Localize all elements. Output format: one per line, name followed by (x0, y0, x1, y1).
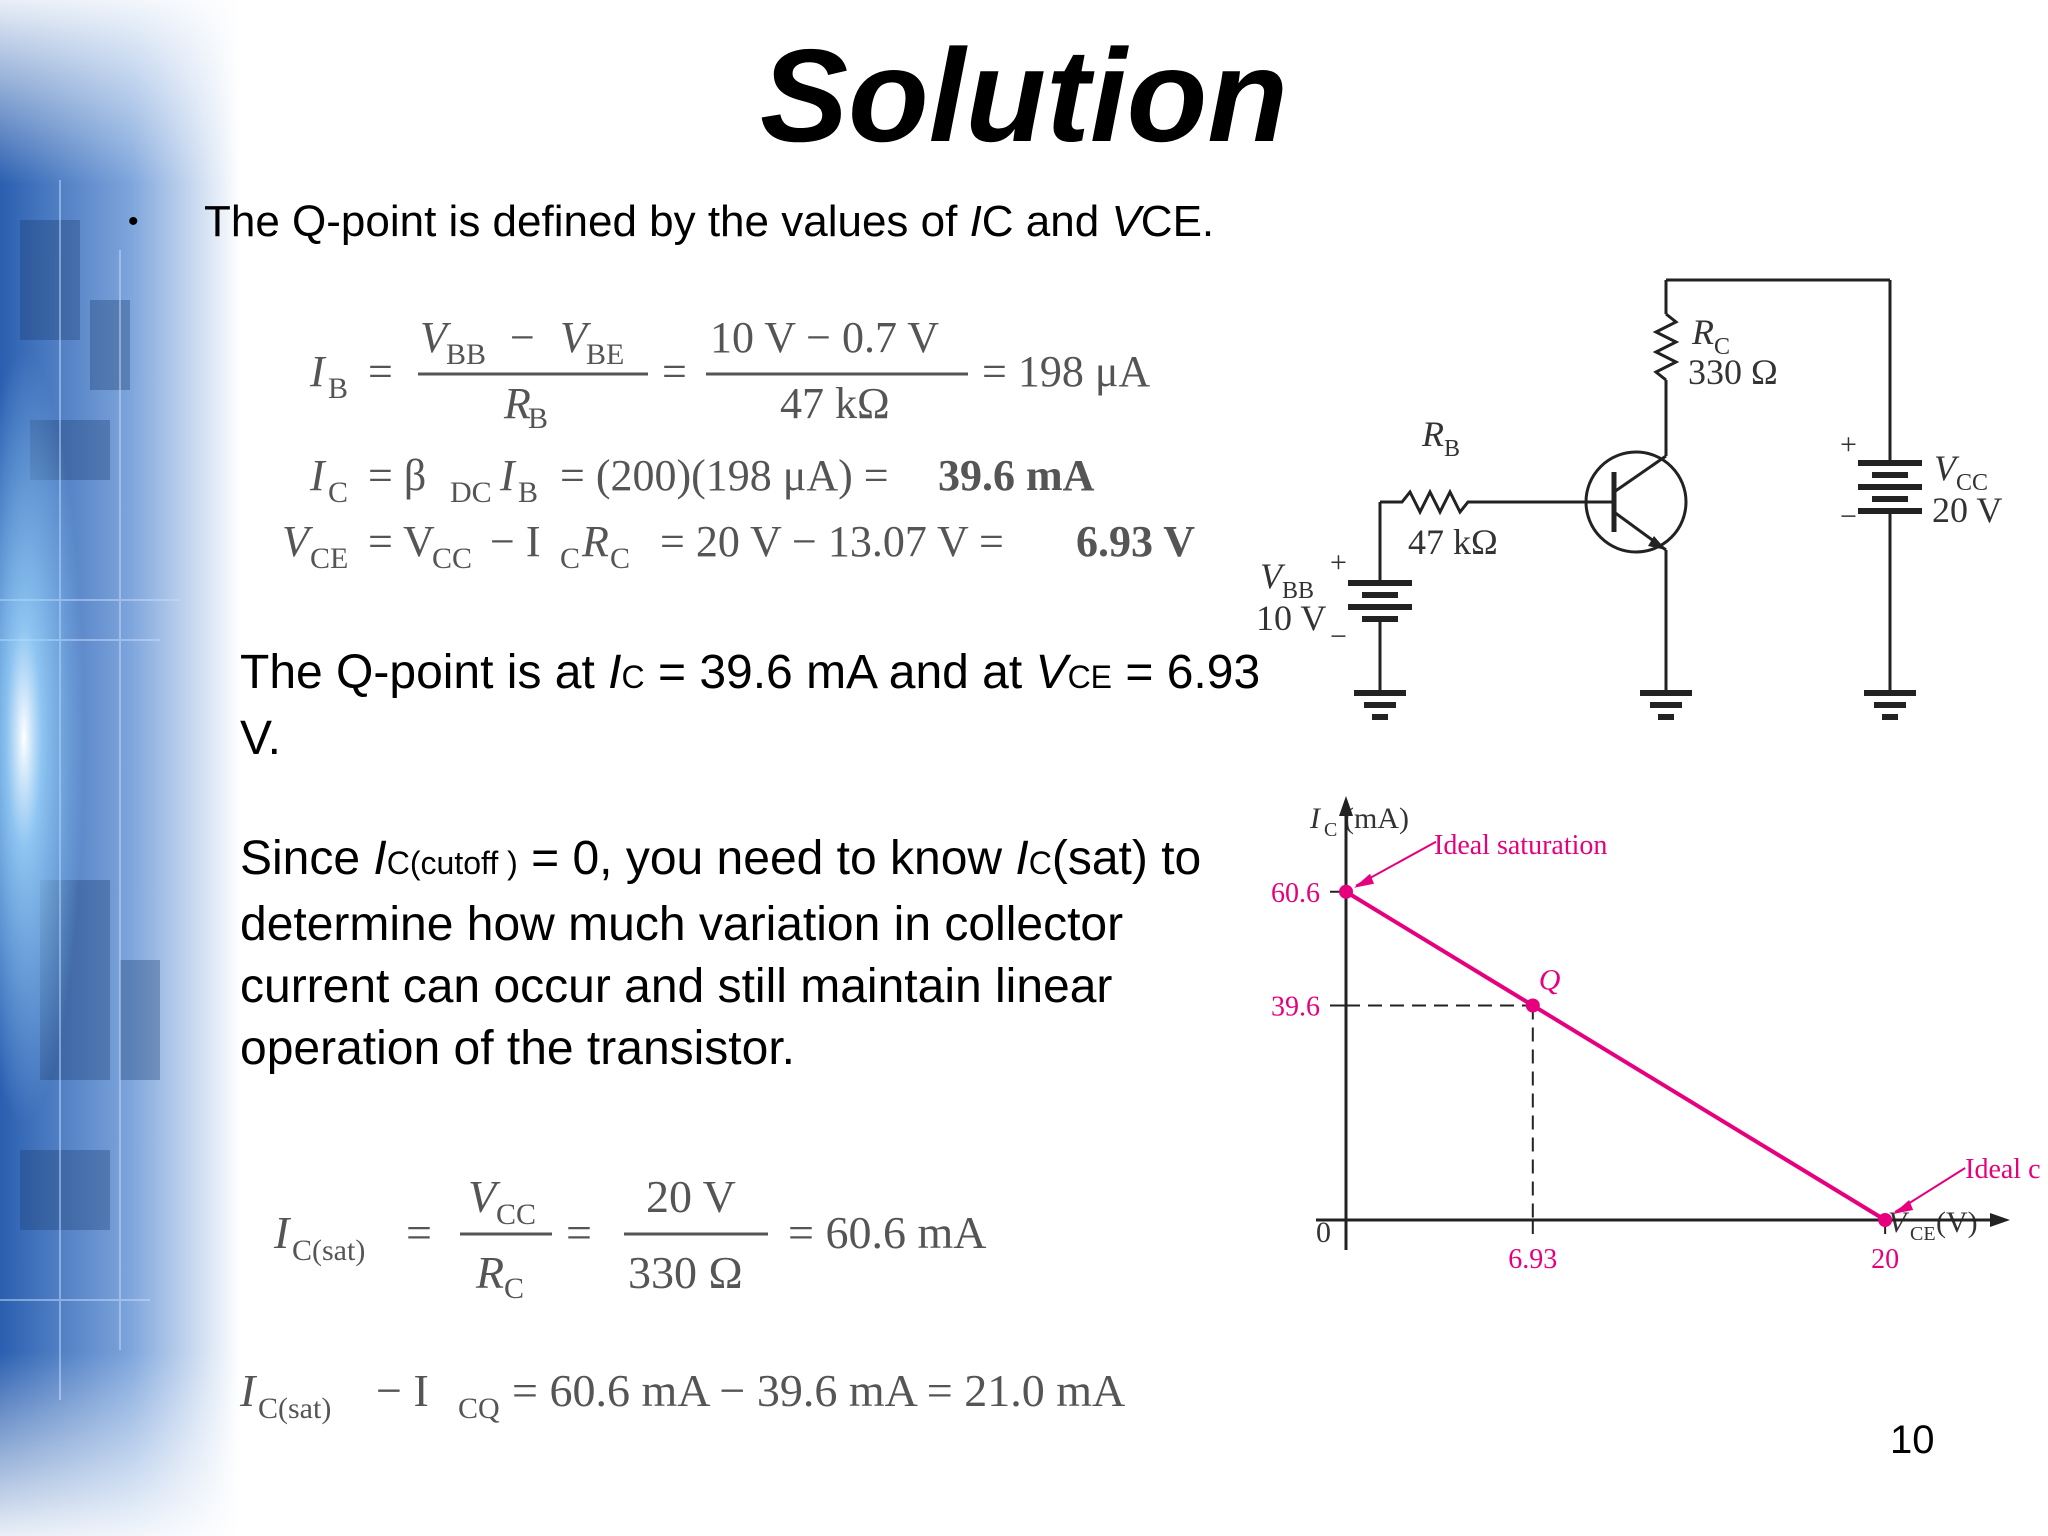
vcc-value: 20 V (1932, 490, 2002, 530)
svg-text:10 V − 0.7 V: 10 V − 0.7 V (710, 313, 939, 362)
data-point (1878, 1213, 1893, 1227)
rc-value: 330 Ω (1688, 352, 1778, 392)
vbb-value: 10 V (1256, 598, 1326, 638)
svg-text:(mA): (mA) (1344, 802, 1409, 835)
svg-text:CC: CC (432, 542, 472, 575)
x-tick-label: 20 (1871, 1244, 1899, 1275)
svg-text:DC: DC (450, 476, 492, 509)
svg-text:C: C (1324, 819, 1337, 841)
svg-text:=: = (368, 347, 393, 396)
svg-text:CE: CE (1910, 1223, 1936, 1245)
svg-text:C: C (328, 476, 348, 509)
svg-text:R: R (475, 1247, 504, 1298)
equation-icsat: I C(sat) = V CC R C = 20 V 330 Ω = 60.6 … (260, 1160, 1060, 1321)
annotation-ideal-cutoff: Ideal cutoff (1965, 1154, 2040, 1185)
svg-text:CQ: CQ (458, 1392, 500, 1425)
svg-text:B: B (528, 402, 548, 435)
svg-text:BE: BE (586, 338, 624, 371)
slide-title: Solution (760, 22, 1288, 169)
svg-text:− I: − I (376, 1365, 429, 1416)
y-tick-label: 60.6 (1271, 878, 1320, 909)
qpoint-paragraph: The Q-point is at IC = 39.6 mA and at VC… (240, 646, 1261, 765)
svg-text:I: I (273, 1207, 292, 1258)
svg-text:(V): (V) (1936, 1206, 1978, 1239)
svg-text:CC: CC (1956, 470, 1988, 496)
svg-text:+: + (1840, 428, 1857, 461)
cutoff-paragraph: Since IC(cutoff ) = 0, you need to know … (240, 832, 1202, 1075)
svg-text:C(sat): C(sat) (292, 1234, 365, 1267)
svg-text:−: − (1840, 500, 1857, 533)
svg-text:−: − (510, 313, 535, 362)
ib-lhs: I (309, 347, 327, 396)
y-axis-label: I (1309, 802, 1322, 835)
svg-text:47 kΩ: 47 kΩ (780, 379, 890, 428)
rb-value: 47 kΩ (1408, 522, 1498, 562)
data-point (1339, 884, 1353, 899)
load-line (1344, 890, 1887, 1222)
x-axis-arrow-icon (1990, 1213, 2010, 1227)
rb-label: R (1421, 414, 1444, 454)
svg-text:6.93 V: 6.93 V (1076, 517, 1195, 566)
svg-text:V: V (420, 313, 452, 362)
svg-text:V: V (282, 517, 314, 566)
rc-label: R (1691, 312, 1714, 352)
circuit-diagram: R C 330 Ω R B 47 kΩ V CC 20 V + − V BB 1… (1240, 270, 2040, 740)
svg-text:C: C (504, 1272, 524, 1305)
svg-text:= 198 μA: = 198 μA (982, 347, 1150, 396)
svg-text:C: C (1714, 334, 1730, 360)
svg-text:= V: = V (368, 517, 435, 566)
svg-text:V: V (468, 1171, 501, 1222)
svg-text:=: = (406, 1207, 432, 1258)
y-axis-arrow-icon (1339, 796, 1353, 816)
svg-text:= 60.6 mA − 39.6 mA = 21.0 mA: = 60.6 mA − 39.6 mA = 21.0 mA (512, 1365, 1125, 1416)
svg-text:B: B (518, 476, 538, 509)
svg-text:BB: BB (446, 338, 486, 371)
page-number: 10 (1890, 1418, 1935, 1462)
svg-text:B: B (1444, 436, 1460, 462)
svg-text:20 V: 20 V (646, 1171, 736, 1222)
cutoff-arrow-icon (1893, 1200, 1914, 1214)
bullet-dot-icon: • (128, 205, 139, 238)
equation-difference: I C(sat) − I CQ = 60.6 mA − 39.6 mA = 21… (236, 1354, 1276, 1445)
svg-text:=: = (662, 347, 687, 396)
data-point (1525, 998, 1540, 1013)
svg-text:C: C (610, 542, 630, 575)
bullet-text: The Q-point is defined by the values of … (204, 197, 1215, 246)
svg-text:C: C (560, 542, 580, 575)
x-axis-label: V (1888, 1206, 1910, 1239)
ib-lhs-sub: B (328, 372, 348, 405)
svg-text:=: = (566, 1207, 592, 1258)
svg-text:330 Ω: 330 Ω (628, 1247, 743, 1298)
svg-text:I: I (239, 1365, 258, 1416)
decorative-sidebar-image (0, 0, 240, 1536)
svg-text:= 20 V − 13.07 V =: = 20 V − 13.07 V = (660, 517, 1004, 566)
svg-text:= (200)(198 μA) =: = (200)(198 μA) = (560, 451, 889, 500)
vbb-label: V (1260, 556, 1286, 596)
svg-text:V: V (560, 313, 592, 362)
q-point-label: Q (1539, 964, 1561, 997)
svg-text:I: I (499, 451, 517, 500)
svg-text:−: − (1330, 620, 1347, 653)
origin-label: 0 (1316, 1216, 1331, 1249)
saturation-arrow-icon (1354, 873, 1374, 888)
svg-text:CE: CE (310, 542, 348, 575)
vcc-label: V (1934, 448, 1960, 488)
svg-text:BB: BB (1282, 578, 1314, 604)
svg-text:C(sat): C(sat) (258, 1392, 331, 1425)
load-line-chart: I C (mA) V CE (V) 0 39.6 60.6 6.93 20 Q Ideal… (1250, 790, 2048, 1310)
annotation-ideal-saturation: Ideal saturation (1434, 830, 1607, 861)
svg-text:= 60.6 mA: = 60.6 mA (788, 1207, 986, 1258)
svg-text:R: R (503, 379, 531, 428)
svg-text:R: R (581, 517, 609, 566)
y-tick-label: 39.6 (1271, 992, 1320, 1023)
x-tick-label: 6.93 (1508, 1244, 1557, 1275)
svg-text:+: + (1330, 546, 1347, 579)
svg-text:− I: − I (490, 517, 540, 566)
svg-text:CC: CC (496, 1198, 536, 1231)
svg-text:= β: = β (368, 451, 426, 500)
svg-text:39.6 mA: 39.6 mA (938, 451, 1095, 500)
svg-text:I: I (309, 451, 327, 500)
equation-block-top: I B = V BB − V BE R B = 10 V − 0.7 V 47 … (270, 300, 1230, 591)
